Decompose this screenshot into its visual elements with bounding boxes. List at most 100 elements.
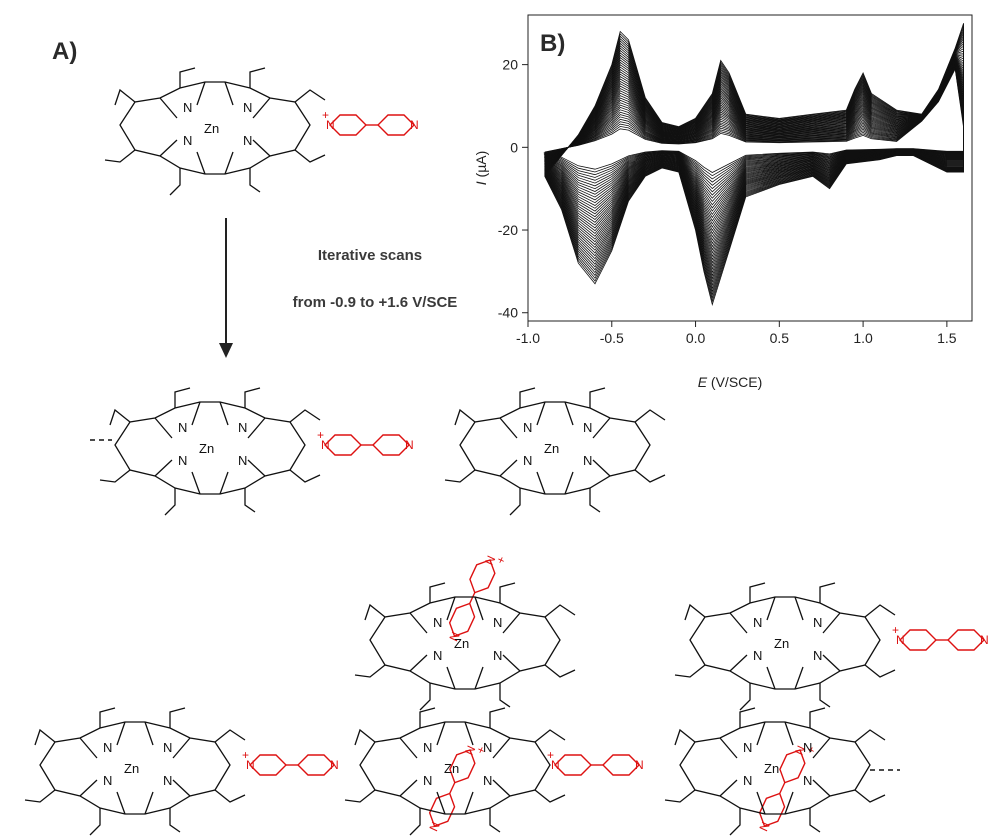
polymer-viologen-linker: N+N	[242, 748, 339, 776]
nitrogen-atom: N	[803, 740, 812, 755]
nitrogen-atom: N	[183, 100, 192, 115]
nitrogen-atom: N	[423, 773, 432, 788]
porphyrin-bonds	[729, 596, 841, 690]
porphyrin-bonds	[399, 721, 511, 815]
porphyrin-bonds	[499, 401, 611, 495]
x-tick-label: -1.0	[516, 330, 540, 346]
ethyl-groups	[99, 387, 321, 516]
nitrogen-atom: N	[635, 758, 644, 772]
pyridinium-ring	[602, 754, 640, 776]
plot-frame	[527, 14, 973, 322]
bipyridyl-bond	[449, 782, 456, 794]
x-tick-label: 0.0	[686, 330, 706, 346]
nitrogen-atom: N	[523, 453, 532, 468]
porphyrin-bonds	[154, 401, 266, 495]
nitrogen-atom: N	[523, 420, 532, 435]
monomer-pyridyl-substituent: N+N	[322, 108, 419, 136]
y-tick-label: -20	[498, 222, 518, 238]
polymer-porphyrin: N N N N Zn	[674, 582, 896, 711]
nitrogen-atom: N	[753, 615, 762, 630]
zinc-atom: Zn	[124, 761, 139, 776]
nitrogen-atom: N	[803, 773, 812, 788]
zinc-atom: Zn	[444, 761, 459, 776]
porphyrin-bonds	[79, 721, 191, 815]
panel-b-label: B)	[540, 30, 566, 57]
porphyrin-bonds	[409, 596, 521, 690]
arrow-caption-line1: Iterative scans	[317, 247, 423, 264]
y-axis-label: I (µA)	[473, 151, 489, 186]
arrow-caption-line2: from -0.9 to +1.6 V/SCE	[292, 294, 458, 311]
nitrogen-atom: N	[813, 648, 822, 663]
x-tick-label: 1.0	[853, 330, 873, 346]
x-axis-label: E (V/SCE)	[698, 374, 763, 390]
nitrogen-atom: N	[483, 740, 492, 755]
nitrogen-atom: N	[483, 773, 492, 788]
porphyrin-bonds	[159, 81, 271, 175]
nitrogen-atom: N	[756, 820, 772, 834]
nitrogen-atom: N	[583, 453, 592, 468]
zinc-atom: Zn	[764, 761, 779, 776]
nitrogen-atom: N	[163, 773, 172, 788]
pyridinium-ring	[449, 749, 476, 784]
nitrogen-atom: N	[743, 740, 752, 755]
polymer-viologen-linker: N+N	[446, 553, 509, 643]
charge-sign: +	[242, 748, 249, 762]
nitrogen-atom: N	[178, 453, 187, 468]
zinc-atom: Zn	[544, 441, 559, 456]
x-tick-label: -0.5	[600, 330, 624, 346]
nitrogen-atom: N	[551, 758, 560, 772]
pyridinium-ring	[249, 754, 287, 776]
nitrogen-atom: N	[493, 615, 502, 630]
nitrogen-atom: N	[896, 633, 905, 647]
charge-sign: +	[322, 108, 329, 122]
nitrogen-atom: N	[238, 453, 247, 468]
nitrogen-atom: N	[433, 615, 442, 630]
zinc-atom: Zn	[199, 441, 214, 456]
zinc-atom: Zn	[204, 121, 219, 136]
polymer-viologen-linker: N+N	[892, 623, 989, 651]
pyridinium-ring	[329, 114, 367, 136]
nitrogen-atom: N	[813, 615, 822, 630]
bipyridyl-bond	[469, 592, 476, 604]
pyridinium-ring	[428, 792, 456, 828]
bipyridyl-bond	[779, 782, 786, 794]
nitrogen-atom: N	[980, 633, 989, 647]
y-tick-label: 20	[502, 57, 518, 73]
zinc-atom: Zn	[454, 636, 469, 651]
nitrogen-atom: N	[753, 648, 762, 663]
pyridinium-ring	[758, 792, 786, 828]
pyridinium-ring	[297, 754, 335, 776]
nitrogen-atom: N	[583, 420, 592, 435]
polymer-porphyrin: N N N N Zn	[99, 387, 321, 516]
polymer-porphyrin: N N N N Zn	[664, 707, 886, 836]
nitrogen-atom: N	[330, 758, 339, 772]
pyridinium-ring	[469, 559, 496, 594]
nitrogen-atom: N	[246, 758, 255, 772]
nitrogen-atom: N	[178, 420, 187, 435]
polymer-viologen-linker: N+N	[317, 428, 414, 456]
charge-sign: +	[892, 623, 899, 637]
nitrogen-atom: N	[238, 420, 247, 435]
pyridinium-ring	[377, 114, 415, 136]
charge-sign: +	[547, 748, 554, 762]
nitrogen-atom: N	[243, 133, 252, 148]
pyridinium-ring	[372, 434, 410, 456]
ethyl-groups	[664, 707, 886, 836]
y-tick-label: -40	[498, 305, 518, 321]
nitrogen-atom: N	[163, 740, 172, 755]
zinc-atom: Zn	[774, 636, 789, 651]
panel-a-label: A)	[52, 38, 78, 65]
charge-sign: +	[317, 428, 324, 442]
pyridinium-ring	[448, 602, 476, 638]
ethyl-groups	[24, 707, 246, 836]
nitrogen-atom: N	[433, 648, 442, 663]
nitrogen-atom: N	[103, 773, 112, 788]
pyridinium-ring	[947, 629, 985, 651]
ethyl-groups	[354, 582, 576, 711]
polymer-viologen-linker: N+N	[547, 748, 644, 776]
nitrogen-atom: N	[103, 740, 112, 755]
nitrogen-atom: N	[321, 438, 330, 452]
